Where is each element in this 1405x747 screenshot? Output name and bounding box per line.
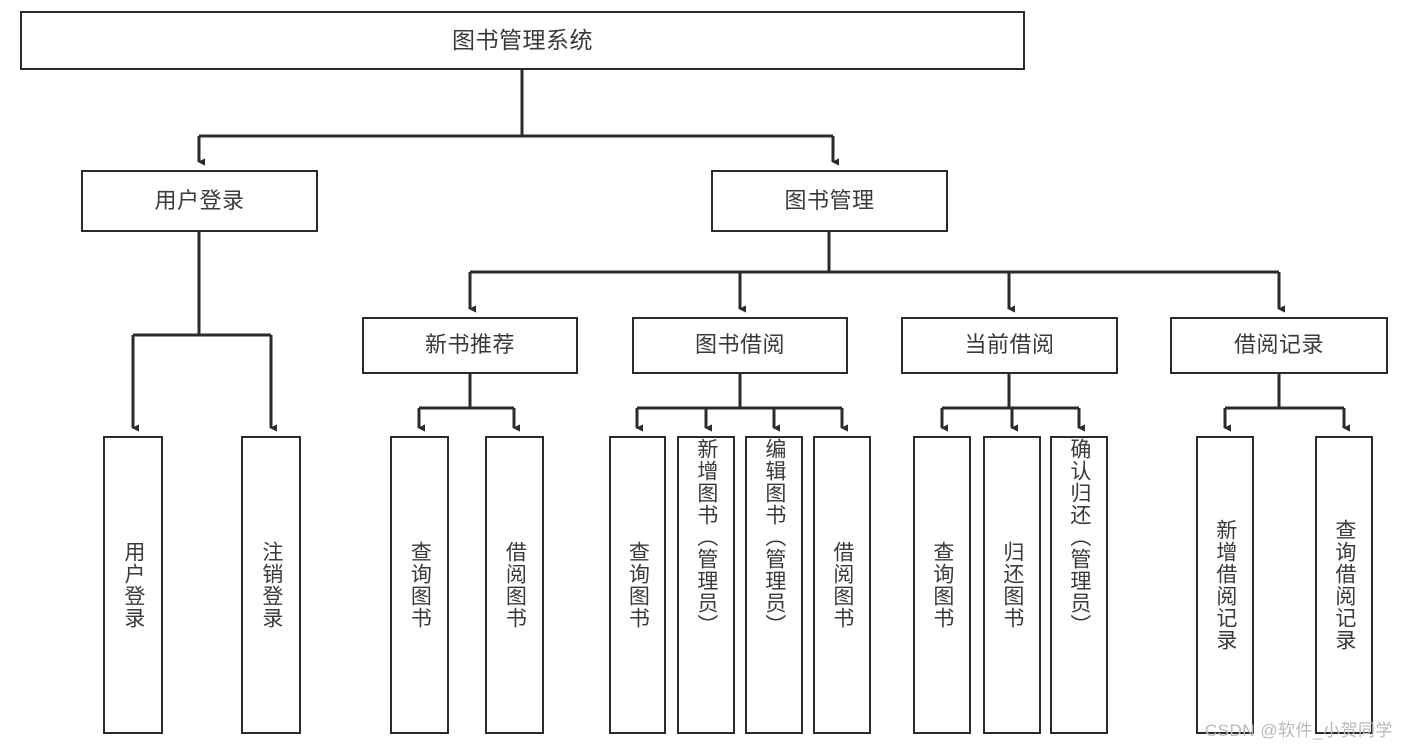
node-label-leaf-query-book-3: 查询图书 (930, 541, 954, 629)
node-borrow-record[interactable]: 借阅记录 (1170, 317, 1388, 374)
node-label-new-book-recommend: 新书推荐 (424, 332, 515, 358)
node-label-leaf-borrow-book-2: 借阅图书 (830, 541, 854, 629)
node-leaf-user-logout[interactable]: 注销登录 (241, 436, 301, 734)
node-label-borrow-record: 借阅记录 (1233, 332, 1324, 358)
node-leaf-add-borrow-record[interactable]: 新增借阅记录 (1196, 436, 1254, 734)
node-label-leaf-borrow-book-1: 借阅图书 (503, 541, 527, 629)
node-label-leaf-query-borrow-record: 查询借阅记录 (1332, 519, 1356, 651)
node-leaf-add-book[interactable]: 新增图书（管理员） (677, 436, 735, 734)
node-leaf-query-book-3[interactable]: 查询图书 (913, 436, 971, 734)
node-leaf-query-book-1[interactable]: 查询图书 (390, 436, 449, 734)
node-leaf-user-login[interactable]: 用户登录 (103, 436, 163, 734)
node-leaf-return-book[interactable]: 归还图书 (983, 436, 1041, 734)
node-current-borrow[interactable]: 当前借阅 (901, 317, 1118, 374)
node-label-book-borrow: 图书借阅 (694, 332, 785, 358)
node-label-leaf-add-book: 新增图书（管理员） (694, 438, 718, 636)
node-user-login[interactable]: 用户登录 (81, 170, 318, 232)
node-leaf-borrow-book-1[interactable]: 借阅图书 (485, 436, 544, 734)
node-leaf-query-book-2[interactable]: 查询图书 (609, 436, 666, 734)
node-label-leaf-edit-book: 编辑图书（管理员） (762, 438, 786, 636)
node-label-book-management: 图书管理 (784, 187, 875, 213)
node-book-borrow[interactable]: 图书借阅 (632, 317, 848, 374)
node-book-management[interactable]: 图书管理 (711, 170, 948, 232)
node-label-current-borrow: 当前借阅 (964, 332, 1055, 358)
node-label-leaf-user-logout: 注销登录 (259, 541, 283, 629)
node-system-root[interactable]: 图书管理系统 (20, 11, 1025, 70)
node-label-leaf-return-book: 归还图书 (1000, 541, 1024, 629)
node-leaf-borrow-book-2[interactable]: 借阅图书 (813, 436, 871, 734)
node-leaf-confirm-return[interactable]: 确认归还（管理员） (1050, 436, 1108, 734)
node-leaf-edit-book[interactable]: 编辑图书（管理员） (745, 436, 803, 734)
node-label-leaf-query-book-2: 查询图书 (626, 541, 650, 629)
node-new-book-recommend[interactable]: 新书推荐 (362, 317, 578, 374)
node-label-user-login: 用户登录 (154, 187, 245, 213)
watermark-text: CSDN @软件_小贺同学 (1204, 721, 1393, 740)
node-leaf-query-borrow-record[interactable]: 查询借阅记录 (1315, 436, 1373, 734)
node-label-leaf-confirm-return: 确认归还（管理员） (1067, 438, 1091, 636)
node-label-leaf-query-book-1: 查询图书 (408, 541, 432, 629)
node-label-leaf-user-login: 用户登录 (121, 541, 145, 629)
node-label-leaf-add-borrow-record: 新增借阅记录 (1213, 519, 1237, 651)
node-label-system-root: 图书管理系统 (452, 26, 593, 53)
